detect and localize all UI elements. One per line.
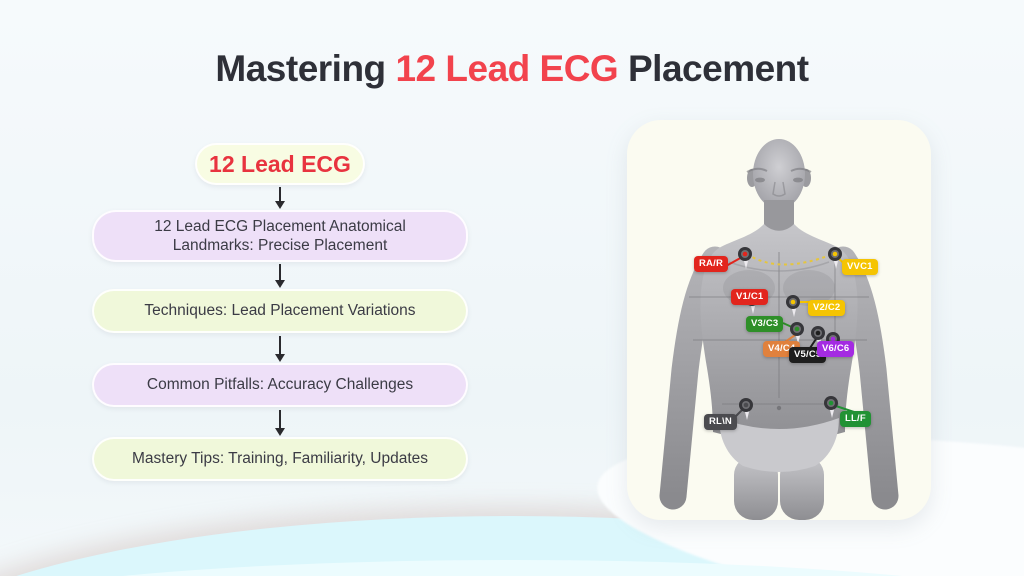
- mannequin-briefs: [719, 418, 839, 472]
- title-suffix: Placement: [618, 48, 809, 89]
- electrode-ll: [824, 396, 838, 418]
- anatomy-card: RA/R VVC1 V1/C1 V2/C2 V3/C3 V4/C4 V5/C5 …: [627, 120, 931, 520]
- mannequin-head: [753, 139, 805, 209]
- electrode-la: [828, 247, 842, 269]
- mannequin-torso: [700, 224, 858, 442]
- lead-label-ll: LL/F: [840, 411, 871, 427]
- mannequin-figure: [659, 139, 899, 520]
- lead-label-ra: RA/R: [694, 256, 729, 272]
- flow-step-techniques: Techniques: Lead Placement Variations: [92, 289, 468, 333]
- mannequin-right-leg: [780, 456, 824, 520]
- mannequin-brows: [746, 167, 812, 173]
- down-arrow-icon: [275, 187, 285, 209]
- lead-label-v6: V6/C6: [817, 341, 855, 357]
- mannequin-left-leg: [734, 456, 778, 520]
- down-arrow-icon: [275, 264, 285, 288]
- electrode-v3-v4: [790, 322, 804, 344]
- flow-step-pitfalls: Common Pitfalls: Accuracy Challenges: [92, 363, 468, 407]
- mannequin-eye: [755, 177, 765, 183]
- mannequin-eye: [793, 177, 803, 183]
- lead-label-la: VVC1: [842, 259, 878, 275]
- down-arrow-icon: [275, 410, 285, 436]
- electrode-ra: [738, 247, 752, 269]
- page-title: Mastering 12 Lead ECG Placement: [0, 48, 1024, 90]
- clavicle-dashed-line: [746, 253, 834, 266]
- mannequin-collar-line: [728, 261, 830, 272]
- title-highlight: 12 Lead ECG: [395, 48, 619, 89]
- lead-label-rl: RL\N: [704, 414, 737, 430]
- mannequin-nose: [772, 181, 786, 197]
- electrode-rl: [739, 398, 753, 420]
- flow-root-pill: 12 Lead ECG: [195, 143, 365, 185]
- flow-step-landmarks: 12 Lead ECG Placement Anatomical Landmar…: [92, 210, 468, 262]
- mannequin-navel: [776, 405, 782, 411]
- lead-label-v3: V3/C3: [746, 316, 784, 332]
- down-arrow-icon: [275, 336, 285, 362]
- flow-step-mastery: Mastery Tips: Training, Familiarity, Upd…: [92, 437, 468, 481]
- electrode-v2: [786, 295, 800, 317]
- title-prefix: Mastering: [215, 48, 396, 89]
- lead-label-v1: V1/C1: [731, 289, 769, 305]
- lead-label-v2: V2/C2: [808, 300, 846, 316]
